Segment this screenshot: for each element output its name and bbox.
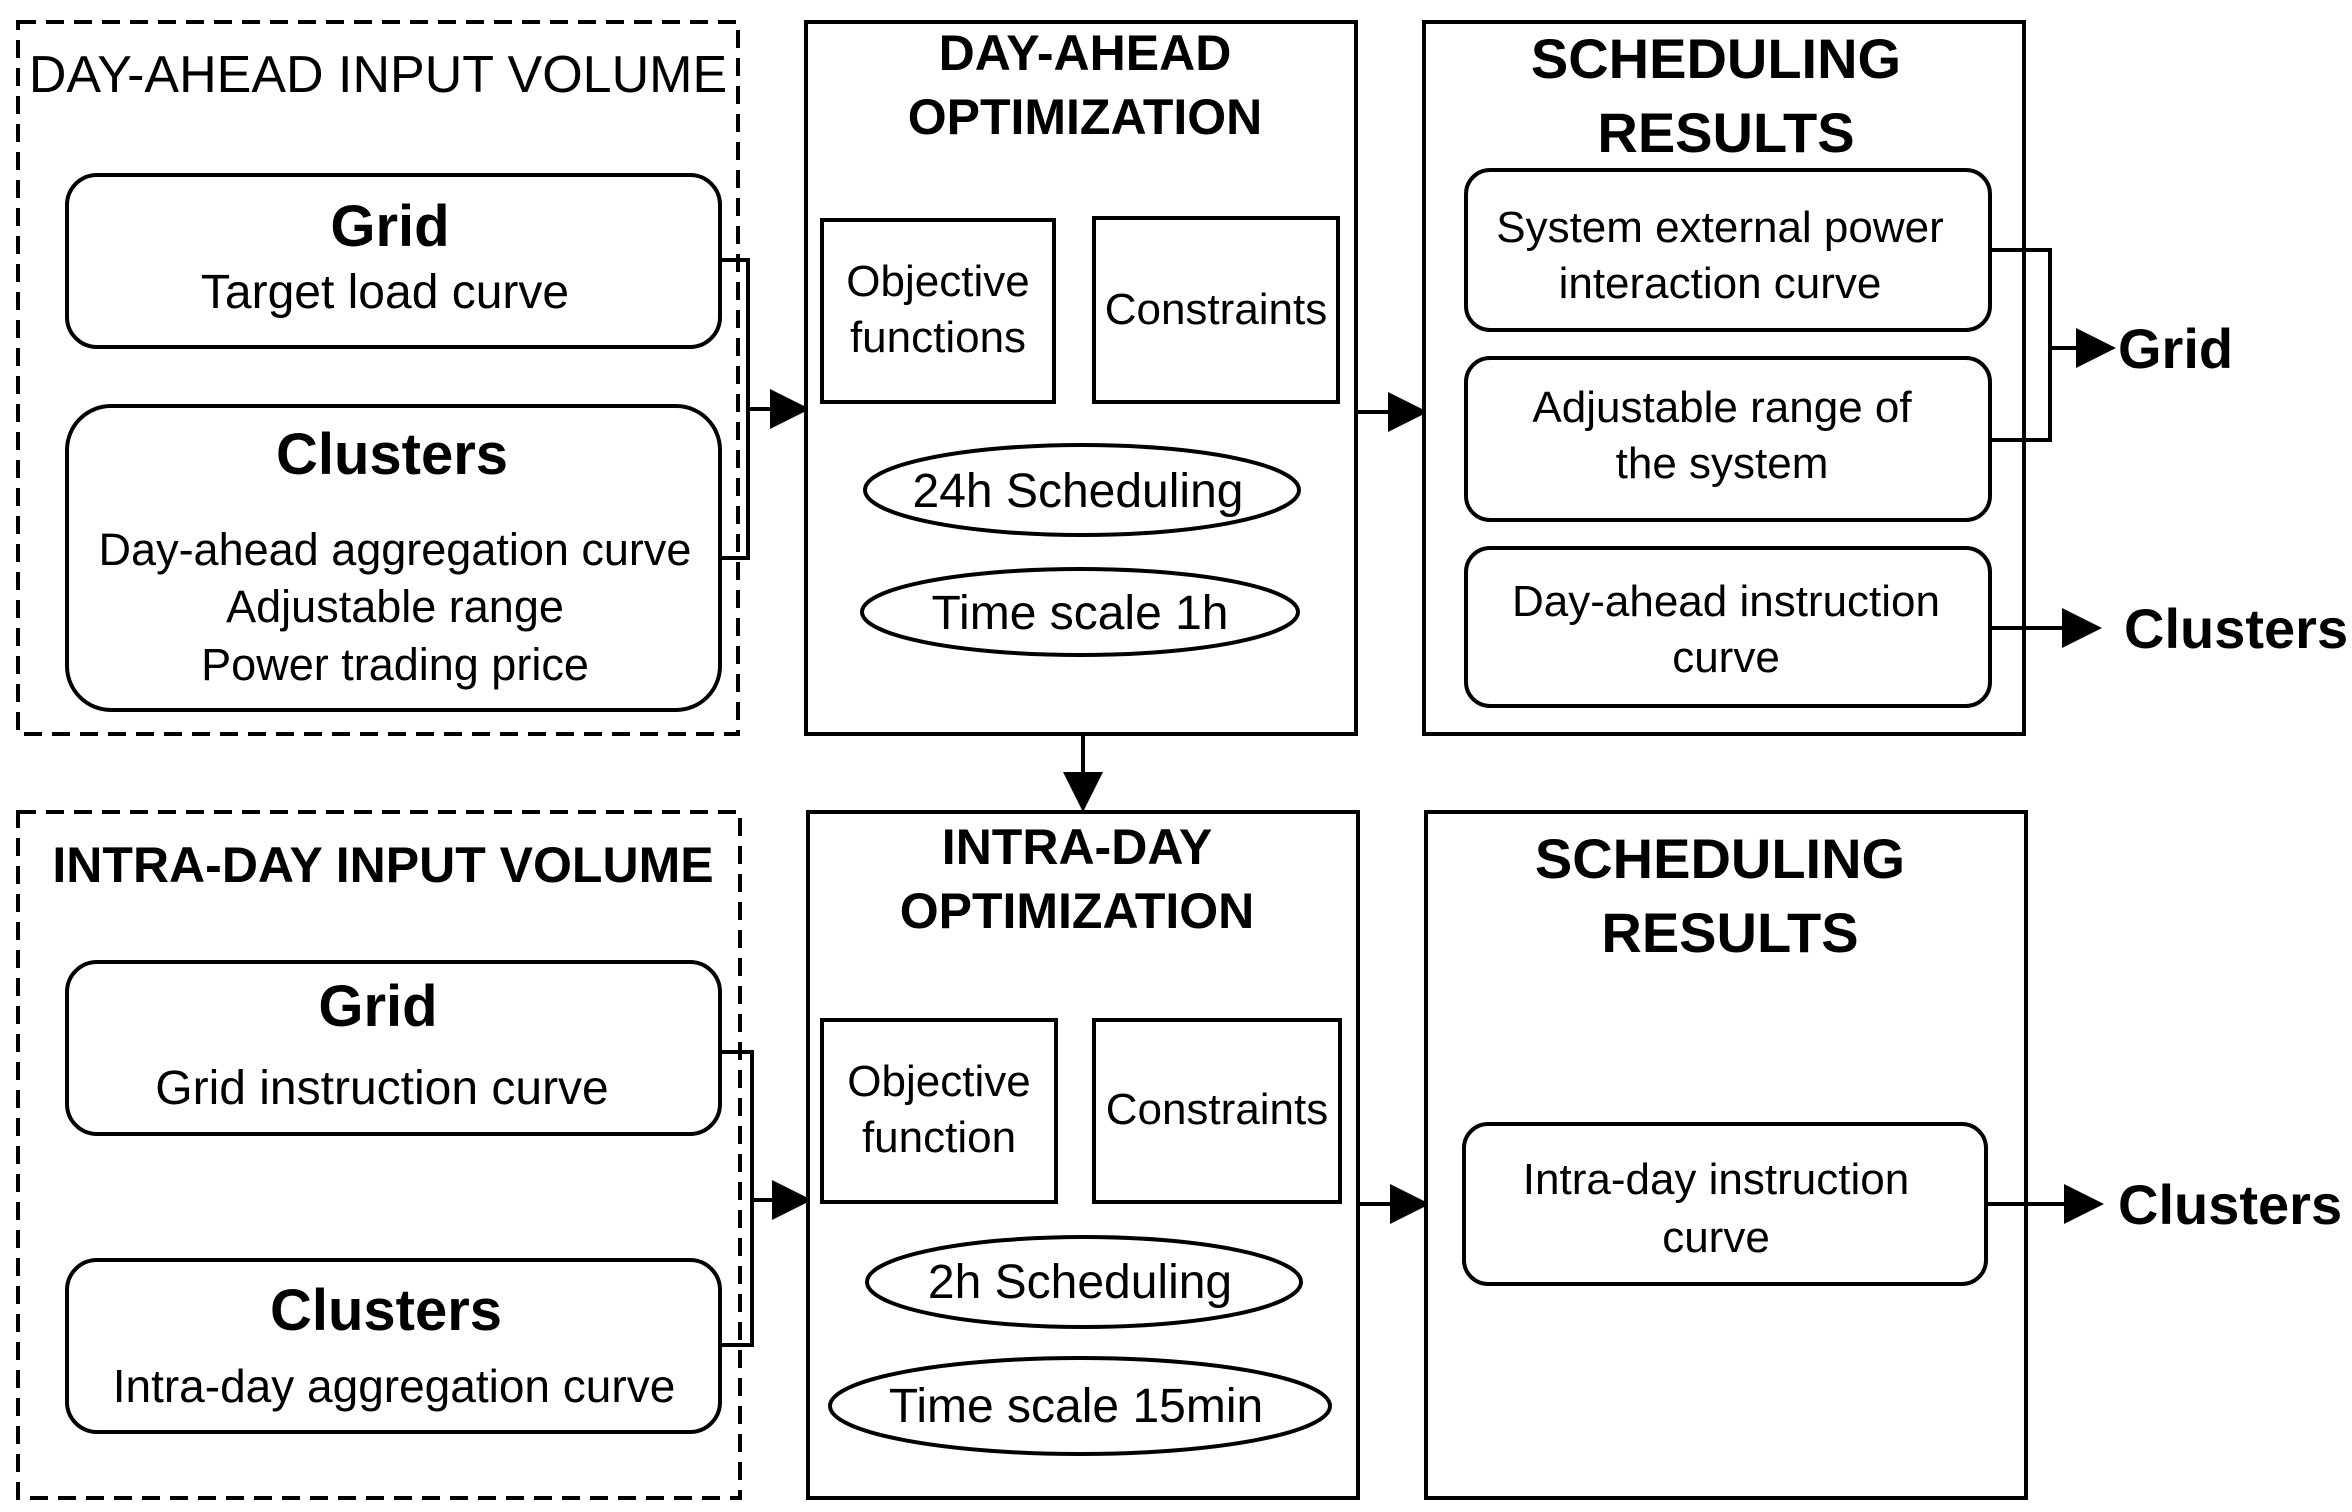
intra-day-input-panel bbox=[16, 810, 742, 1500]
intra-day-objective-label: Objective bbox=[847, 1057, 1030, 1106]
intra-day-input-title: INTRA-DAY INPUT VOLUME bbox=[52, 837, 713, 893]
day-ahead-result-item bbox=[1464, 546, 1992, 708]
day-ahead-objective-label: Objective bbox=[846, 257, 1029, 306]
intra-day-objective-box bbox=[820, 1018, 1058, 1204]
day-ahead-timescale-ellipse bbox=[860, 567, 1300, 657]
day-ahead-input-bracket bbox=[720, 258, 750, 560]
day-ahead-grid-output-label: Grid bbox=[2118, 317, 2233, 380]
day-ahead-results-title: SCHEDULING bbox=[1531, 27, 1901, 90]
intra-day-grid-title: Grid bbox=[318, 974, 437, 1039]
day-ahead-grid-title: Grid bbox=[330, 194, 449, 259]
intra-day-grid-item: Grid instruction curve bbox=[155, 1062, 609, 1115]
day-ahead-timescale-label: Time scale 1h bbox=[932, 587, 1229, 640]
day-ahead-clusters-output-label: Clusters bbox=[2124, 597, 2348, 660]
intra-day-constraints-box bbox=[1092, 1018, 1342, 1204]
day-ahead-objective-label: functions bbox=[850, 313, 1026, 362]
day-ahead-optimization-title: DAY-AHEAD bbox=[939, 25, 1232, 81]
intra-day-objective-label: function bbox=[862, 1113, 1016, 1162]
day-ahead-input-title: DAY-AHEAD INPUT VOLUME bbox=[29, 46, 727, 104]
intra-day-input-bracket bbox=[720, 1050, 754, 1347]
intra-day-timescale-label: Time scale 15min bbox=[889, 1380, 1263, 1433]
day-ahead-result-item-label: Day-ahead instruction bbox=[1512, 577, 1940, 626]
day-ahead-clusters-item: Adjustable range bbox=[226, 581, 564, 632]
day-ahead-result-item-label: System external power bbox=[1496, 203, 1944, 252]
day-ahead-result-item-label: interaction curve bbox=[1559, 259, 1882, 308]
intra-day-constraints-label: Constraints bbox=[1106, 1085, 1329, 1134]
day-ahead-scheduling-ellipse bbox=[863, 443, 1301, 537]
day-ahead-constraints-label: Constraints bbox=[1105, 285, 1328, 334]
intra-day-timescale-ellipse bbox=[828, 1356, 1332, 1456]
day-ahead-result-item-label: Adjustable range of bbox=[1532, 383, 1912, 432]
day-ahead-clusters-item: Power trading price bbox=[201, 639, 589, 690]
intra-day-scheduling-label: 2h Scheduling bbox=[928, 1256, 1232, 1309]
day-ahead-grid-item: Target load curve bbox=[201, 266, 569, 319]
day-ahead-result-item-label: the system bbox=[1616, 439, 1829, 488]
intra-day-clusters-output-label: Clusters bbox=[2118, 1173, 2342, 1236]
day-ahead-constraints-box bbox=[1092, 216, 1340, 404]
intra-day-results-title: SCHEDULING bbox=[1535, 827, 1905, 890]
intra-day-result-item-label: curve bbox=[1662, 1213, 1770, 1262]
intra-day-optimization-title: OPTIMIZATION bbox=[900, 883, 1255, 939]
day-ahead-optimization-title: OPTIMIZATION bbox=[908, 89, 1263, 145]
intra-day-result-item-label: Intra-day instruction bbox=[1523, 1155, 1909, 1204]
day-ahead-grid-bracket bbox=[1990, 248, 2052, 442]
intra-day-clusters-title: Clusters bbox=[270, 1278, 502, 1343]
day-ahead-scheduling-label: 24h Scheduling bbox=[913, 465, 1244, 518]
intra-day-grid-box bbox=[65, 960, 722, 1136]
day-ahead-clusters-title: Clusters bbox=[276, 422, 508, 487]
intra-day-scheduling-ellipse bbox=[865, 1235, 1303, 1329]
intra-day-optimization-title: INTRA-DAY bbox=[942, 819, 1212, 875]
day-ahead-objective-box bbox=[820, 218, 1056, 404]
day-ahead-clusters-item: Day-ahead aggregation curve bbox=[99, 524, 692, 575]
day-ahead-results-title: RESULTS bbox=[1597, 101, 1854, 164]
intra-day-clusters-item: Intra-day aggregation curve bbox=[113, 1360, 676, 1412]
intra-day-results-title: RESULTS bbox=[1601, 901, 1858, 964]
day-ahead-input-panel bbox=[16, 20, 740, 736]
day-ahead-result-item-label: curve bbox=[1672, 633, 1780, 682]
